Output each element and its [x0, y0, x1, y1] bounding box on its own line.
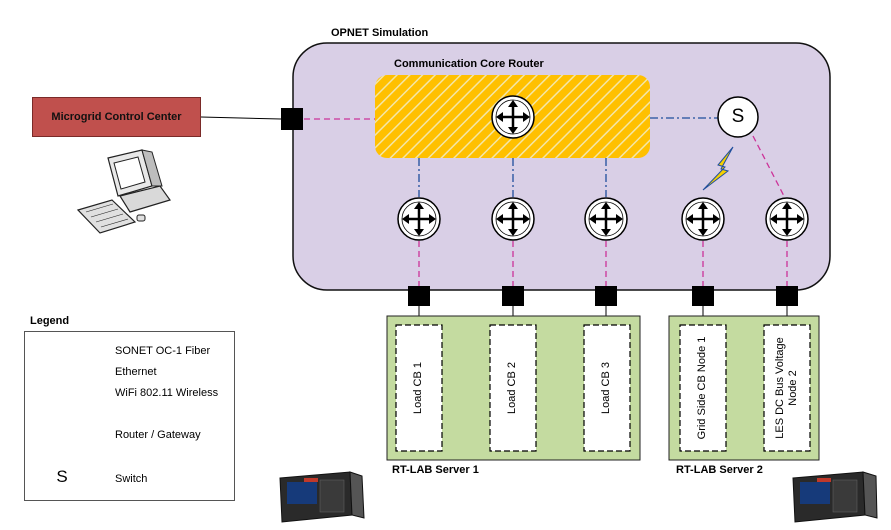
legend-wifi-label: WiFi 802.11 Wireless — [115, 387, 219, 399]
node-label-2: Load CB 2 — [506, 362, 518, 414]
node-box-4 — [679, 324, 727, 452]
node-label-4: Grid Side CB Node 1 — [696, 336, 708, 440]
legend-box — [24, 331, 235, 501]
ports — [281, 108, 798, 306]
legend-ethernet-label: Ethernet — [115, 366, 157, 378]
rack-server-image-2 — [792, 471, 878, 523]
router-icon-3 — [583, 196, 629, 242]
node-label-1: Load CB 1 — [412, 362, 424, 414]
router-icon-2 — [490, 196, 536, 242]
rack-server-image-1 — [279, 471, 365, 523]
legend-router-label: Router / Gateway — [115, 429, 201, 441]
router-icon-1 — [396, 196, 442, 242]
core-router-title: Communication Core Router — [394, 58, 544, 70]
port-mcc — [281, 108, 303, 130]
node-box-3 — [583, 324, 631, 452]
node-box-2 — [489, 324, 537, 452]
core-router-icon — [490, 94, 536, 140]
rt-lab-server-2-label: RT-LAB Server 2 — [676, 464, 763, 476]
router-icon-5 — [764, 196, 810, 242]
ethernet-switch-r5 — [752, 135, 786, 199]
switch-symbol: S — [731, 106, 745, 127]
microgrid-control-center: Microgrid Control Center — [32, 97, 201, 137]
opnet-title: OPNET Simulation — [331, 27, 429, 39]
router-icon-4 — [680, 196, 726, 242]
legend-title: Legend — [30, 315, 70, 327]
rt-lab-server-1-label: RT-LAB Server 1 — [392, 464, 479, 476]
mcc-link — [200, 116, 282, 120]
port-1 — [408, 286, 430, 306]
computer-icon — [76, 149, 171, 234]
node-label-5: LES DC Bus Voltage Node 2 — [774, 337, 799, 439]
node-box-1 — [395, 324, 443, 452]
port-2 — [502, 286, 524, 306]
legend-switch-symbol: S — [56, 467, 68, 486]
port-3 — [595, 286, 617, 306]
switch-icon — [717, 96, 759, 138]
port-5 — [776, 286, 798, 306]
node-label-3: Load CB 3 — [600, 362, 612, 414]
port-4 — [692, 286, 714, 306]
legend-fiber-label: SONET OC-1 Fiber — [115, 345, 211, 357]
node-box-5 — [763, 324, 811, 452]
wifi-bolt-icon — [702, 146, 734, 191]
legend-switch-label: Switch — [115, 473, 148, 485]
